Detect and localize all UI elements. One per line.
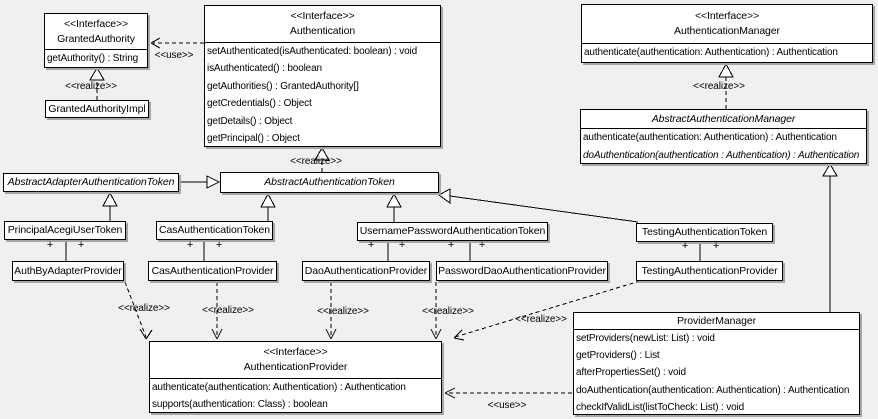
realization-triangles (89, 62, 734, 161)
multiplicity-plus: + (46, 239, 54, 251)
realize-label: <<realize>> (422, 306, 474, 317)
method: isAuthenticated() : boolean (207, 63, 322, 75)
stereotype: <<Interface>> (263, 346, 328, 358)
class-abstract-adapter-authentication-token[interactable]: AbstractAdapterAuthenticationToken (3, 173, 179, 192)
class-dao-authentication-provider[interactable]: DaoAuthenticationProvider (302, 261, 430, 281)
class-name: PrincipalAcegiUserToken (7, 224, 123, 236)
class-name: DaoAuthenticationProvider (304, 264, 428, 277)
multiplicity-plus: + (367, 239, 375, 251)
class-name: Authentication (289, 25, 356, 37)
method: authenticate(authentication: Authenticat… (584, 47, 838, 58)
stereotype: <<Interface>> (290, 10, 355, 22)
class-name: AuthenticationProvider (243, 361, 348, 373)
realize-label: <<realize>> (693, 81, 745, 92)
method: getPrincipal() : Object (207, 132, 300, 144)
association-edges (65, 240, 701, 261)
method: getCredentials() : Object (207, 98, 312, 110)
class-authentication-manager[interactable]: <<Interface>> AuthenticationManager auth… (581, 4, 873, 63)
class-auth-by-adapter-provider[interactable]: AuthByAdapterProvider (12, 261, 124, 281)
class-granted-authority[interactable]: <<Interface>> GrantedAuthority getAuthor… (44, 13, 148, 68)
multiplicity-plus: + (478, 239, 486, 251)
class-username-password-authentication-token[interactable]: UsernamePasswordAuthenticationToken (357, 222, 548, 241)
method: doAuthentication(authentication : Authen… (583, 149, 860, 161)
multiplicity-plus: + (77, 239, 85, 251)
class-cas-authentication-token[interactable]: CasAuthenticationToken (156, 221, 273, 240)
class-name: GrantedAuthority (57, 32, 135, 45)
class-name: AbstractAuthenticationToken (264, 176, 395, 188)
realize-label: <<realize>> (515, 314, 567, 325)
use-label: <<use>> (487, 400, 527, 411)
multiplicity-plus: + (447, 239, 455, 251)
realize-label: <<realize>> (317, 306, 369, 317)
method: authenticate(authentication: Authenticat… (152, 382, 406, 393)
method: getDetails() : Object (207, 115, 293, 127)
multiplicity-plus: + (398, 239, 406, 251)
class-provider-manager[interactable]: ProviderManager setProviders(newList: Li… (573, 312, 860, 415)
class-authentication-provider[interactable]: <<Interface>> AuthenticationProvider aut… (149, 341, 442, 413)
method: setAuthenticated(isAuthenticated: boolea… (207, 46, 418, 57)
class-name: TestingAuthenticationToken (641, 226, 768, 238)
method: setProviders(newList: List) : void (576, 333, 715, 344)
class-abstract-authentication-manager[interactable]: AbstractAuthenticationManager authentica… (580, 109, 867, 164)
class-granted-authority-impl[interactable]: GrantedAuthorityImpl (45, 100, 149, 118)
class-principal-acegi-user-token[interactable]: PrincipalAcegiUserToken (4, 221, 126, 240)
class-password-dao-authentication-provider[interactable]: PasswordDaoAuthenticationProvider (436, 261, 608, 281)
generalization-edges (102, 163, 838, 312)
multiplicity-plus: + (215, 239, 223, 251)
realize-label: <<realize>> (118, 303, 170, 314)
class-name: AbstractAuthenticationManager (651, 112, 796, 125)
class-abstract-authentication-token[interactable]: AbstractAuthenticationToken (220, 172, 439, 193)
method: checkIfValidList(listToCheck: List) : vo… (576, 401, 745, 413)
class-name: CasAuthenticationProvider (151, 264, 274, 277)
class-name: UsernamePasswordAuthenticationToken (359, 225, 546, 237)
class-testing-authentication-token[interactable]: TestingAuthenticationToken (636, 223, 773, 242)
method: supports(authentication: Class) : boolea… (152, 399, 328, 410)
method: afterPropertiesSet() : void (576, 367, 686, 379)
class-name: AuthByAdapterProvider (14, 264, 122, 277)
class-authentication[interactable]: <<Interface>> Authentication setAuthenti… (204, 5, 441, 147)
realization-edges (96, 77, 727, 338)
class-name: AuthenticationManager (674, 25, 780, 37)
multiplicity-plus: + (712, 240, 720, 252)
class-name: PasswordDaoAuthenticationProvider (438, 264, 606, 277)
class-name: GrantedAuthorityImpl (48, 102, 146, 115)
method: getAuthorities() : GrantedAuthority[] (207, 80, 359, 92)
class-name: AbstractAdapterAuthenticationToken (7, 176, 175, 188)
class-name: CasAuthenticationToken (158, 224, 271, 236)
realize-label: <<realize>> (290, 156, 342, 167)
realize-label: <<realize>> (65, 81, 117, 92)
realize-label: <<realize>> (202, 305, 254, 316)
class-testing-authentication-provider[interactable]: TestingAuthenticationProvider (636, 261, 783, 281)
use-label: <<use>> (154, 50, 194, 61)
realization-open-arrowheads (139, 328, 465, 341)
multiplicity-plus: + (681, 240, 689, 252)
use-open-arrowheads (150, 37, 456, 399)
stereotype: <<Interface>> (694, 10, 760, 22)
class-name: TestingAuthenticationProvider (641, 264, 778, 277)
class-name: ProviderManager (676, 314, 757, 327)
use-edges (153, 42, 572, 394)
multiplicity-plus: + (186, 239, 194, 251)
method: doAuthentication(authentication: Authent… (576, 384, 850, 396)
method: getProviders() : List (576, 350, 660, 362)
class-cas-authentication-provider[interactable]: CasAuthenticationProvider (148, 261, 277, 281)
method: getAuthority() : String (47, 53, 139, 64)
stereotype: <<Interface>> (63, 17, 129, 30)
method: authenticate(authentication: Authenticat… (583, 132, 837, 143)
